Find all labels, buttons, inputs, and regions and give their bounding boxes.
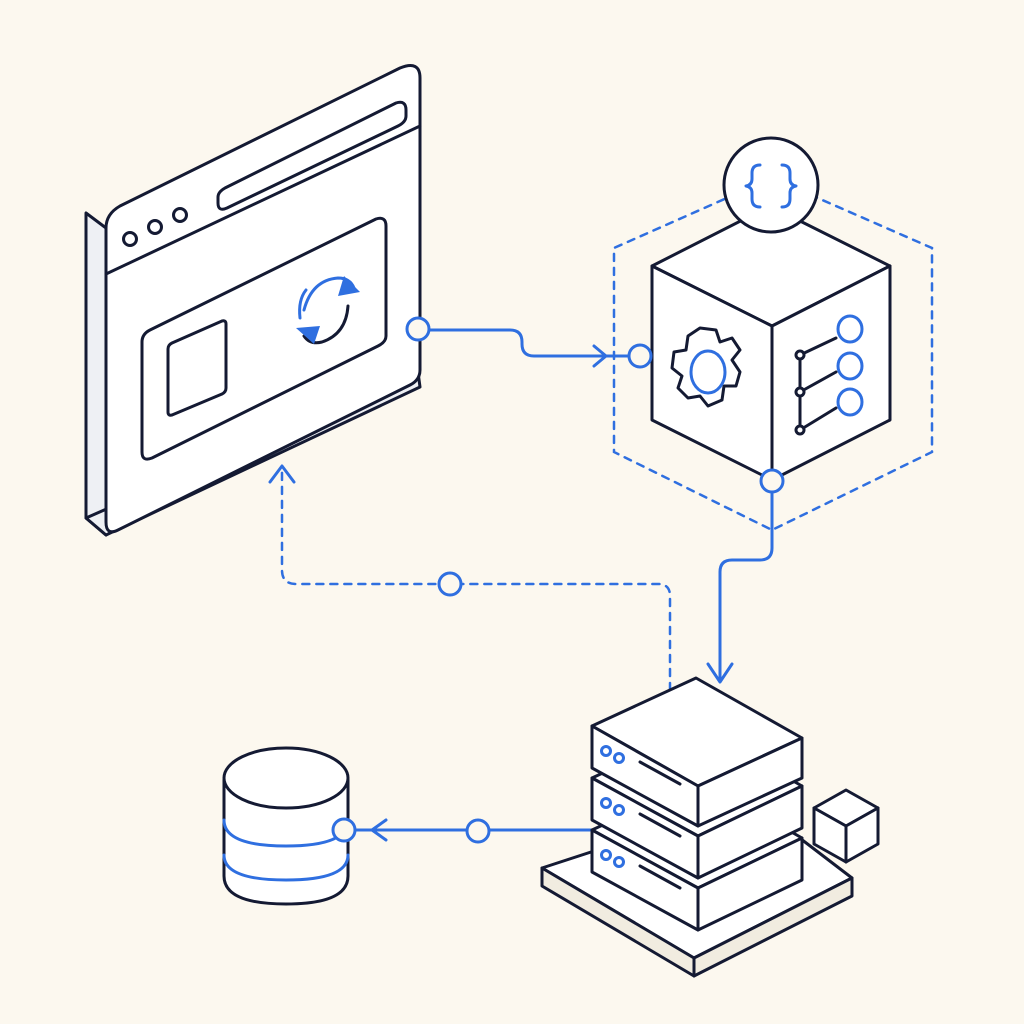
content-panel xyxy=(140,216,388,461)
image-placeholder xyxy=(166,319,228,417)
window-dot-3 xyxy=(172,207,188,223)
browser-window-icon xyxy=(84,64,422,537)
browser-window-depth xyxy=(84,211,108,537)
connector-browser-to-service xyxy=(405,316,653,369)
browser-window-frame xyxy=(104,64,422,534)
window-dot-2 xyxy=(147,219,163,235)
sync-arrows-icon xyxy=(296,276,360,345)
database-icon xyxy=(222,746,357,906)
service-cube xyxy=(612,136,934,532)
curly-braces-icon xyxy=(722,136,820,234)
connector-node xyxy=(331,817,357,843)
connector-node xyxy=(405,316,431,342)
server-platform-right xyxy=(692,876,854,978)
connector-node xyxy=(627,343,653,369)
window-dot-1 xyxy=(122,231,138,247)
server-unit xyxy=(590,676,804,828)
connector-server-to-database xyxy=(354,818,596,844)
connector-node xyxy=(437,571,463,597)
connector-node xyxy=(465,818,491,844)
hierarchy-icon xyxy=(794,314,864,436)
server-stack-icon xyxy=(540,676,854,978)
service-boundary xyxy=(612,176,934,532)
address-bar xyxy=(216,100,408,211)
connector-node xyxy=(759,468,785,494)
connector-server-to-browser xyxy=(268,464,672,692)
small-cube-icon xyxy=(812,788,880,864)
gear-icon xyxy=(670,326,742,408)
browser-header-divider xyxy=(104,124,422,276)
connector-service-to-server xyxy=(706,468,785,684)
